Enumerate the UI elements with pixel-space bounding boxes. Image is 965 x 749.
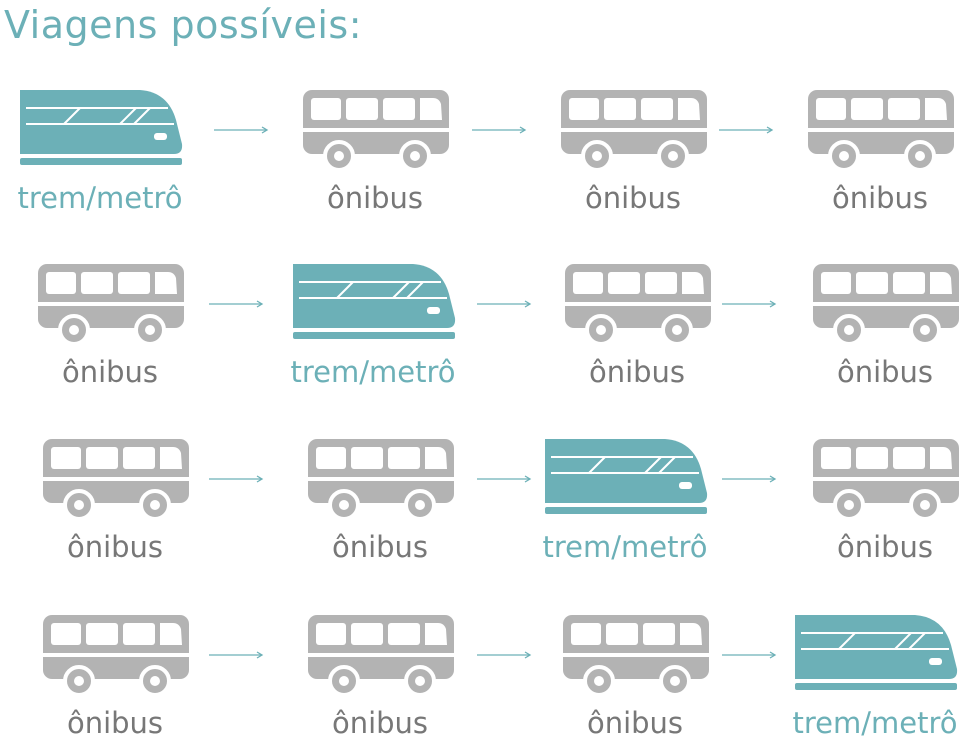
trip-4-leg-3: ônibus bbox=[535, 609, 735, 749]
trip-3-leg-4: ônibus bbox=[785, 433, 965, 573]
arrow-icon bbox=[717, 120, 777, 134]
trip-3-leg-2: ônibus bbox=[280, 433, 480, 573]
trip-2-leg-4: ônibus bbox=[785, 258, 965, 398]
trip-2-leg-3: ônibus bbox=[537, 258, 737, 398]
leg-label: ônibus bbox=[836, 355, 934, 389]
leg-label: ônibus bbox=[326, 181, 424, 215]
leg-label: trem/metrô bbox=[17, 181, 183, 215]
leg-label: trem/metrô bbox=[290, 355, 456, 389]
leg-label: ônibus bbox=[586, 706, 684, 740]
leg-label: ônibus bbox=[331, 530, 429, 564]
arrow-icon bbox=[207, 469, 267, 483]
leg-label: ônibus bbox=[331, 706, 429, 740]
arrow-icon bbox=[475, 645, 535, 659]
trip-3-leg-3: trem/metrô bbox=[525, 433, 725, 573]
arrow-icon bbox=[212, 120, 272, 134]
arrow-icon bbox=[720, 294, 780, 308]
trip-row-3: ônibus ônibus trem/metrô bbox=[0, 433, 965, 573]
arrow-icon bbox=[475, 469, 535, 483]
arrow-icon bbox=[720, 645, 780, 659]
arrow-icon bbox=[207, 645, 267, 659]
trip-1-leg-2: ônibus bbox=[275, 84, 475, 224]
trip-4-leg-2: ônibus bbox=[280, 609, 480, 749]
arrow-icon bbox=[470, 120, 530, 134]
leg-label: ônibus bbox=[66, 706, 164, 740]
leg-label: ônibus bbox=[831, 181, 929, 215]
leg-label: trem/metrô bbox=[792, 706, 958, 740]
diagram-title: Viagens possíveis: bbox=[4, 3, 363, 47]
arrow-icon bbox=[475, 294, 535, 308]
leg-label: ônibus bbox=[588, 355, 686, 389]
leg-label: ônibus bbox=[836, 530, 934, 564]
trip-2-leg-1: ônibus bbox=[10, 258, 210, 398]
leg-label: ônibus bbox=[61, 355, 159, 389]
trip-4-leg-1: ônibus bbox=[15, 609, 215, 749]
trip-row-1: trem/metrô ônibus ônibus bbox=[0, 84, 965, 224]
trip-row-2: ônibus trem/metrô ônibus bbox=[0, 258, 965, 398]
leg-label: trem/metrô bbox=[542, 530, 708, 564]
trip-3-leg-1: ônibus bbox=[15, 433, 215, 573]
trip-1-leg-1: trem/metrô bbox=[0, 84, 200, 224]
arrow-icon bbox=[207, 294, 267, 308]
arrow-icon bbox=[720, 469, 780, 483]
trip-1-leg-3: ônibus bbox=[533, 84, 733, 224]
trip-4-leg-4: trem/metrô bbox=[775, 609, 965, 749]
leg-label: ônibus bbox=[66, 530, 164, 564]
leg-label: ônibus bbox=[584, 181, 682, 215]
trip-2-leg-2: trem/metrô bbox=[273, 258, 473, 398]
trip-1-leg-4: ônibus bbox=[780, 84, 965, 224]
trip-row-4: ônibus ônibus ônibus bbox=[0, 609, 965, 749]
